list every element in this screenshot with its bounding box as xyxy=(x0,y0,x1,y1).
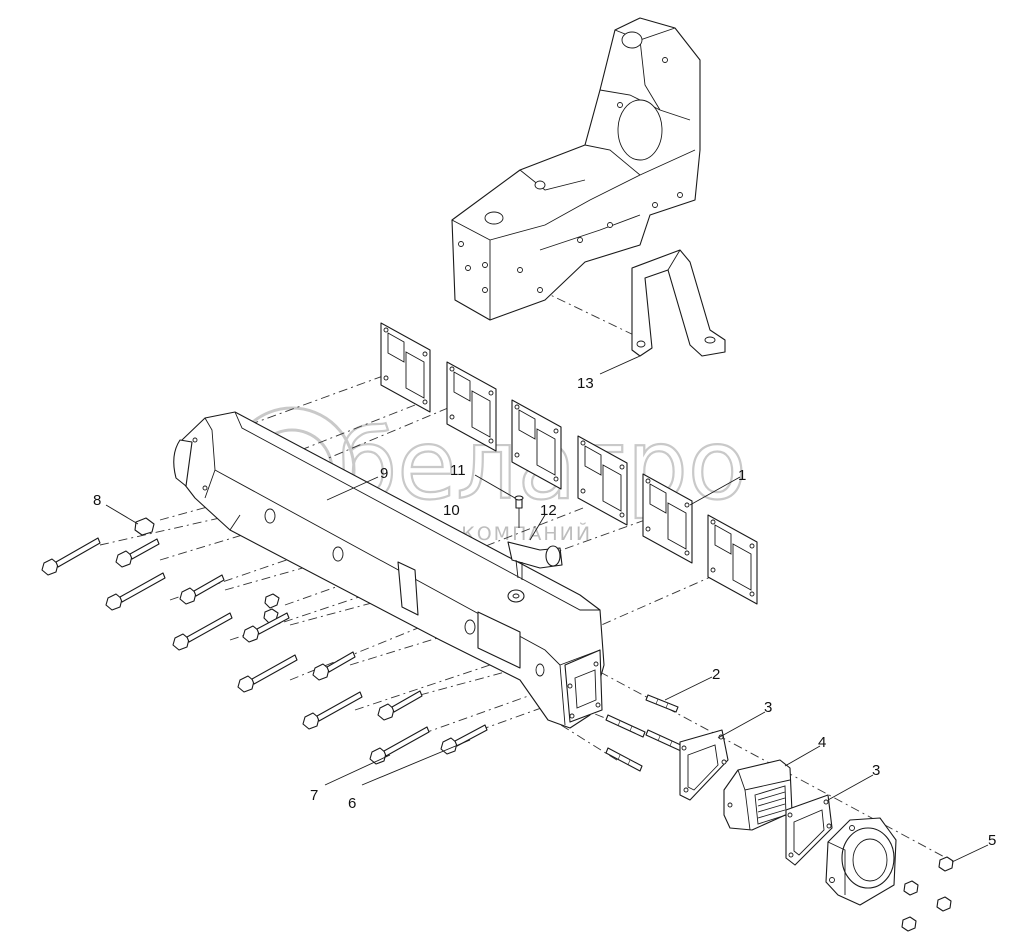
gasket-4 xyxy=(577,435,628,526)
callout-13: 13 xyxy=(577,375,594,392)
callout-10: 10 xyxy=(443,502,460,519)
callout-9: 9 xyxy=(380,465,388,482)
callout-8: 8 xyxy=(93,492,101,509)
bolt-short-c xyxy=(242,612,290,643)
gasket-6 xyxy=(707,514,758,605)
gasket-1 xyxy=(380,322,431,413)
bolt-short-d xyxy=(312,651,356,681)
outlet-elbow xyxy=(825,817,897,906)
gasket-3 xyxy=(511,399,562,490)
bolt-set xyxy=(41,517,488,765)
support-strap xyxy=(631,249,726,357)
bolt-7 xyxy=(369,726,430,765)
callout-5: 5 xyxy=(988,832,996,849)
exhaust-manifold xyxy=(173,411,605,729)
callout-1: 1 xyxy=(738,467,746,484)
callout-4: 4 xyxy=(818,734,826,751)
bolt-long-e xyxy=(302,691,363,730)
leader-lines xyxy=(105,355,989,863)
bolt-8 xyxy=(134,517,155,536)
bolt-long-a xyxy=(41,537,101,576)
turbo-mounting-housing xyxy=(451,17,701,321)
outlet-gasket-left xyxy=(679,729,729,801)
bolt-stud-a xyxy=(263,593,280,624)
bolt-long-c xyxy=(172,612,233,651)
bolt-short-a xyxy=(115,538,160,568)
callout-7: 7 xyxy=(310,787,318,804)
bolt-long-d xyxy=(237,654,298,693)
callout-6: 6 xyxy=(348,795,356,812)
gasket-5 xyxy=(642,473,693,564)
nut-set xyxy=(901,856,954,932)
bolt-short-b xyxy=(179,574,225,605)
bolt-long-b xyxy=(105,572,166,611)
outlet-gasket-right xyxy=(785,794,833,866)
bolt-short-e xyxy=(377,690,423,721)
temperature-sensor xyxy=(507,541,563,580)
outlet-adapter-block xyxy=(723,759,793,831)
callout-11: 11 xyxy=(450,462,466,479)
callout-12: 12 xyxy=(540,502,557,519)
callout-labels: 1 2 3 3 4 5 6 7 8 9 10 11 12 13 xyxy=(93,375,996,849)
gasket-2 xyxy=(446,361,497,452)
stud-set xyxy=(605,694,684,772)
callout-2: 2 xyxy=(712,666,720,683)
callout-3-right: 3 xyxy=(872,762,880,779)
callout-3-left: 3 xyxy=(764,699,772,716)
